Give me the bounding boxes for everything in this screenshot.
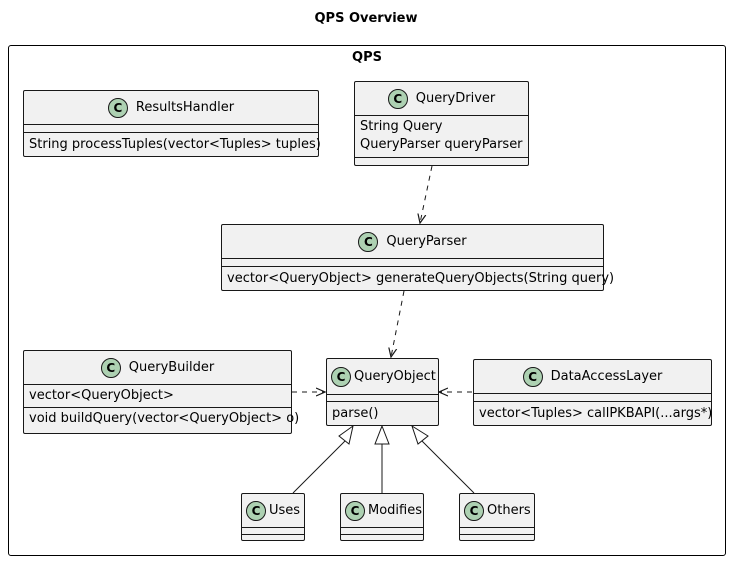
class-name: ResultsHandler xyxy=(135,100,235,115)
class-name: QueryObject xyxy=(354,369,436,384)
methods-section: vector<QueryObject> generateQueryObjects… xyxy=(222,266,615,291)
class-badge-icon: C xyxy=(345,500,365,521)
class-badge-icon: C xyxy=(246,500,266,521)
class-badge-icon: C xyxy=(331,366,351,387)
inherit-others-queryobject xyxy=(420,439,475,494)
method: vector<Tuples> callPKBAPI(...args*) xyxy=(479,406,713,421)
class-queryparser[interactable]: C QueryParser vector<QueryObject> genera… xyxy=(221,224,615,291)
attribute: QueryParser queryParser xyxy=(360,137,523,152)
class-name: Modifies xyxy=(368,503,422,518)
attribute: String Query xyxy=(360,119,443,134)
package-label: QPS xyxy=(352,50,382,65)
dep-queryparser-queryobject xyxy=(391,290,405,357)
methods-section xyxy=(355,157,528,165)
attributes-section xyxy=(460,527,534,534)
class-dataaccesslayer[interactable]: C DataAccessLayer vector<Tuples> callPKB… xyxy=(473,359,712,426)
inherit-uses-queryobject xyxy=(292,439,347,494)
class-badge-icon: C xyxy=(100,357,121,378)
attributes-section xyxy=(24,124,318,132)
class-name: Uses xyxy=(269,503,301,518)
diagram-title: QPS Overview xyxy=(314,11,418,26)
methods-section xyxy=(341,534,423,541)
class-name: QueryBuilder xyxy=(128,360,215,375)
attribute: vector<QueryObject> xyxy=(29,388,174,403)
method: parse() xyxy=(332,406,379,421)
class-name: QueryDriver xyxy=(415,91,496,106)
class-querydriver[interactable]: C QueryDriver String Query QueryParser q… xyxy=(354,81,529,166)
class-others[interactable]: C Others xyxy=(459,493,535,541)
class-badge-icon: C xyxy=(387,88,408,109)
methods-section: vector<Tuples> callPKBAPI(...args*) xyxy=(474,401,713,426)
class-name: DataAccessLayer xyxy=(550,369,663,384)
attributes-section: vector<QueryObject> xyxy=(24,384,291,407)
inherit-arrowhead-modifies xyxy=(374,424,390,445)
methods-section xyxy=(242,534,304,541)
class-badge-icon: C xyxy=(522,366,543,387)
class-name: QueryParser xyxy=(386,234,467,249)
methods-section: parse() xyxy=(327,401,438,426)
methods-section: String processTuples(vector<Tuples> tupl… xyxy=(24,132,321,157)
inherit-arrowhead-uses xyxy=(338,424,354,445)
class-modifies[interactable]: C Modifies xyxy=(340,493,424,541)
methods-section xyxy=(460,534,534,541)
methods-section: void buildQuery(vector<QueryObject> o) xyxy=(24,407,300,430)
method: void buildQuery(vector<QueryObject> o) xyxy=(29,411,300,426)
attributes-section xyxy=(222,258,603,266)
class-name: Others xyxy=(487,503,531,518)
inherit-arrowhead-others xyxy=(411,424,429,445)
attributes-section xyxy=(327,394,438,401)
attributes-section xyxy=(242,527,304,534)
class-uses[interactable]: C Uses xyxy=(241,493,305,541)
class-badge-icon: C xyxy=(107,97,128,118)
attributes-section xyxy=(341,527,423,534)
class-queryobject[interactable]: C QueryObject parse() xyxy=(326,358,439,426)
class-badge-icon: C xyxy=(464,500,484,521)
dep-querydriver-queryparser xyxy=(420,165,433,223)
package-qps: QPS xyxy=(8,45,726,556)
method: String processTuples(vector<Tuples> tupl… xyxy=(29,137,321,152)
class-resultshandler[interactable]: C ResultsHandler String processTuples(ve… xyxy=(23,90,321,157)
class-querybuilder[interactable]: C QueryBuilder vector<QueryObject> void … xyxy=(23,350,300,434)
method: vector<QueryObject> generateQueryObjects… xyxy=(227,271,615,286)
attributes-section xyxy=(474,393,711,401)
class-badge-icon: C xyxy=(358,231,379,252)
attributes-section: String Query QueryParser queryParser xyxy=(355,115,528,157)
